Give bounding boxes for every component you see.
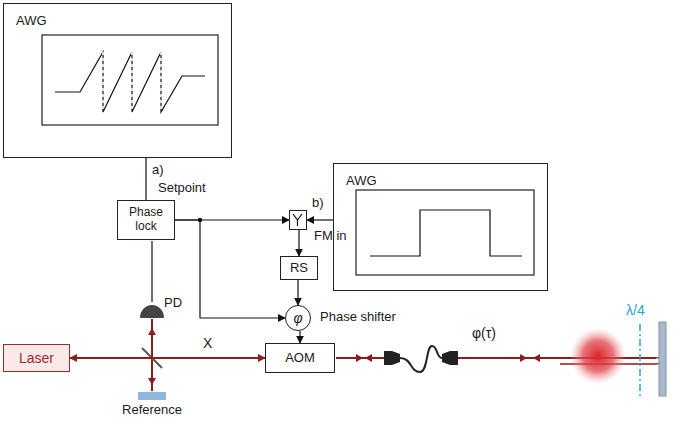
sawtooth-waveform [55,52,205,112]
outside-label: Phase shifter [320,310,396,325]
sawtooth-dash [103,52,161,112]
optical-fiber [400,346,442,372]
awg-box: AWG [333,163,548,291]
signal-wire [307,219,333,220]
node-label: RS [290,261,308,276]
signal-wire [175,220,285,318]
fm-mixer: FM in [289,210,307,230]
signal-tag: b) [312,196,324,210]
photodiode-symbol [140,305,164,318]
outside-label: FM in [314,229,347,244]
awg-box: AWG [3,3,232,158]
aom-box: AOM [265,343,335,373]
signal-tag: a) [152,163,164,177]
fiber-coupler [384,351,400,365]
laser-beam [458,357,656,359]
node-label: AOM [285,351,315,366]
quarter-wave-plate [639,324,641,396]
node-label: AWG [16,14,47,29]
mirror [659,322,666,396]
beam-name: X [203,336,212,351]
signal-name: Setpoint [158,181,206,195]
node-label: Laser [19,350,54,366]
node-label: φ [293,310,302,326]
node-label: AWG [346,174,377,189]
signal-wire [299,331,300,343]
rs-box: RS [280,256,318,280]
atom-cloud [570,328,626,384]
phase-shifter-circle: φPhase shifter [285,305,311,331]
mixer-symbol [290,211,305,228]
signal-wire [298,230,299,256]
plate-name: λ/4 [626,303,645,318]
node-label: Phase lock [122,206,170,234]
signal-wire [145,158,146,200]
laser-beam [70,357,265,359]
fiber-coupler [442,351,458,365]
awg-screen [42,35,218,125]
signal-wire [297,280,298,305]
detector-name: PD [164,296,182,310]
outside-label: Reference [122,403,182,418]
phase-name: φ(τ) [472,326,496,341]
pulse-waveform [370,210,522,256]
reference-mirror: Reference [138,392,166,400]
pd-wire [151,241,152,302]
awg-screen [356,190,534,275]
phase-lock-box: Phase lock [117,200,175,240]
laser-box: Laser [3,344,70,372]
